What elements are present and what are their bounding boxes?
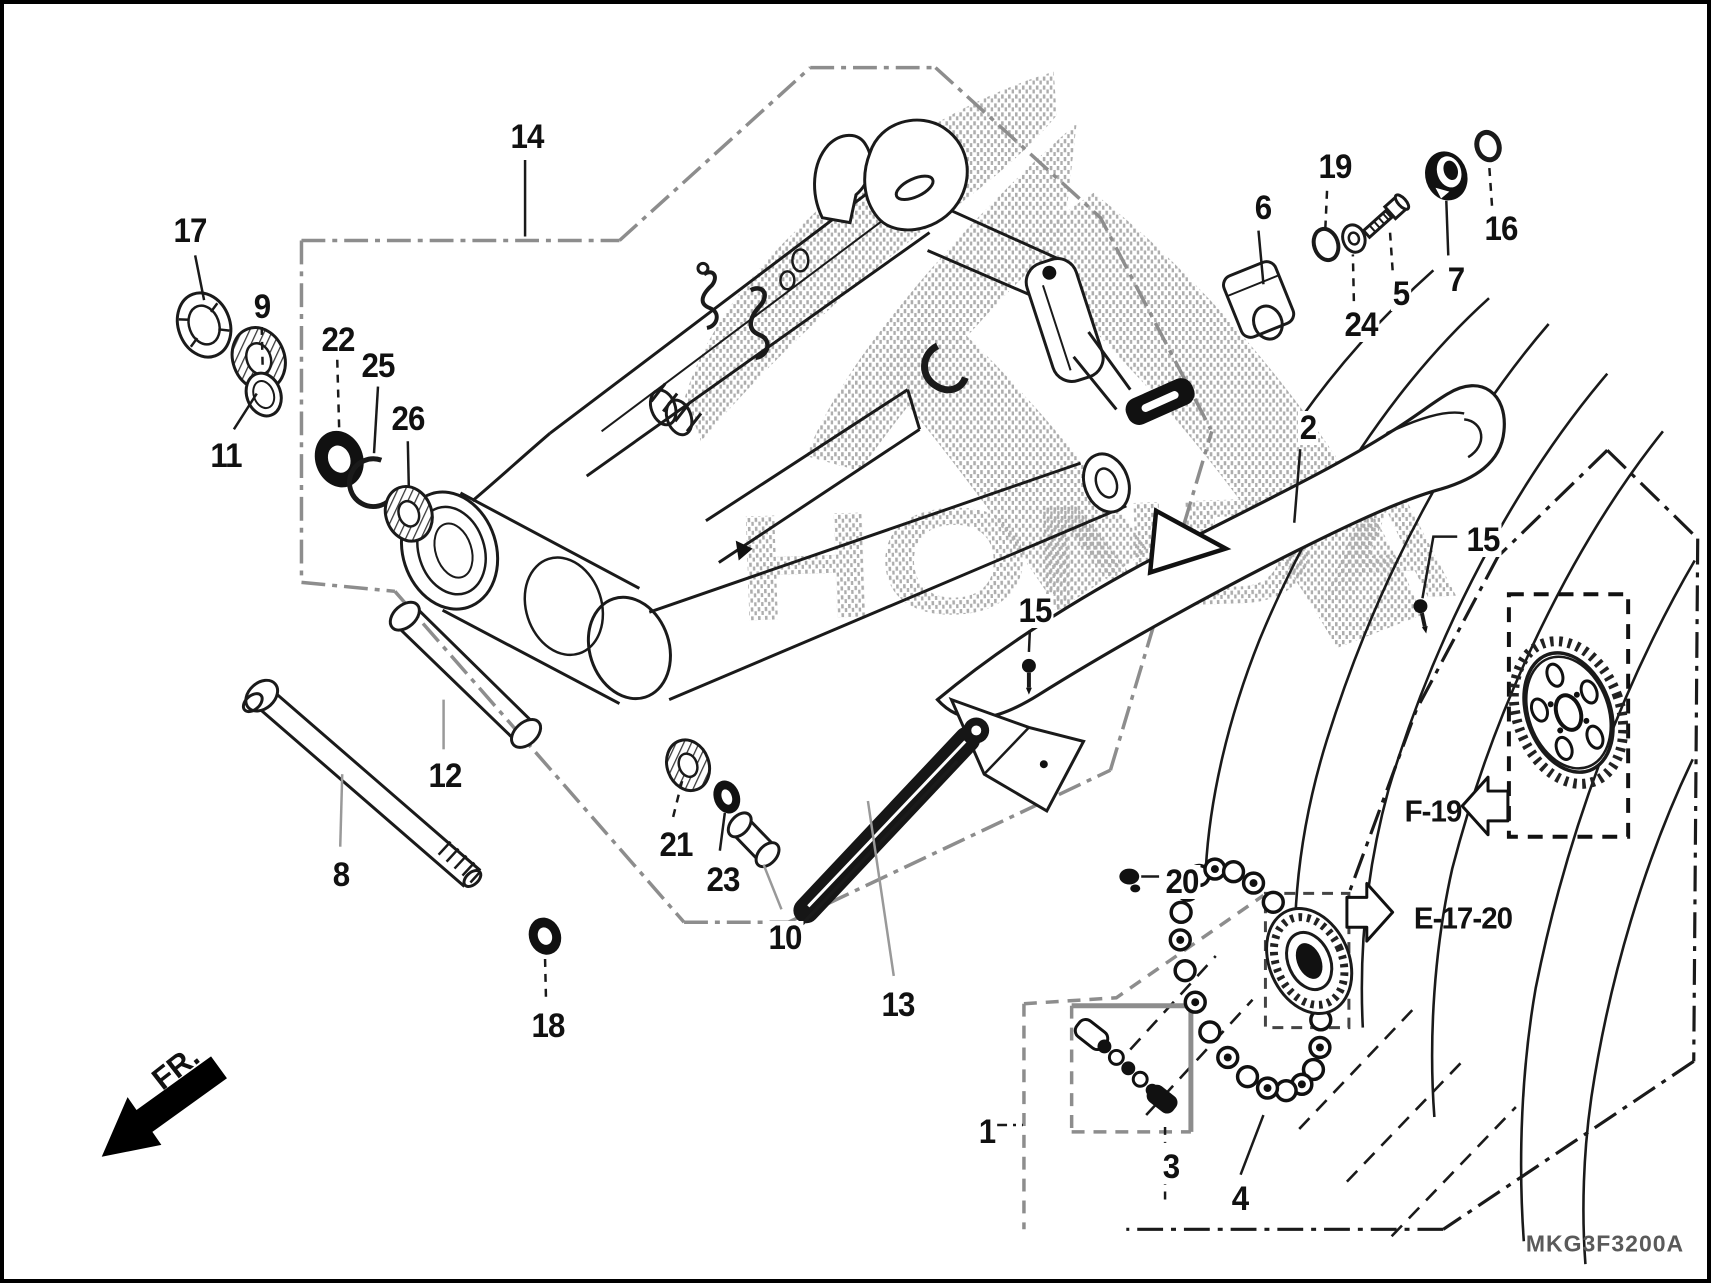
- parts-diagram-canvas: HONDA: [101, 65, 1700, 1265]
- f19-arrow-icon: [1460, 775, 1510, 837]
- part-label-1[interactable]: 1: [976, 1113, 998, 1151]
- part-label-20[interactable]: 20: [1163, 863, 1201, 901]
- part-label-26[interactable]: 26: [389, 400, 427, 438]
- part-label-3[interactable]: 3: [1160, 1148, 1182, 1186]
- guard-screw-right: [1413, 599, 1428, 634]
- ref-arrows: [1345, 775, 1510, 943]
- part-label-6[interactable]: 6: [1252, 189, 1274, 227]
- part-label-9[interactable]: 9: [251, 288, 273, 326]
- part-label-24[interactable]: 24: [1342, 306, 1380, 344]
- part-label-18[interactable]: 18: [529, 1007, 567, 1045]
- part-label-11[interactable]: 11: [208, 437, 244, 475]
- guard-bolt: [1119, 868, 1141, 893]
- master-link-kit: [1073, 1018, 1178, 1114]
- part-label-2[interactable]: 2: [1297, 409, 1319, 447]
- part-label-23[interactable]: 23: [704, 861, 742, 899]
- part-label-8[interactable]: 8: [330, 856, 352, 894]
- part-label-15[interactable]: 15: [1464, 521, 1502, 559]
- part-label-7[interactable]: 7: [1445, 261, 1467, 299]
- part-label-12[interactable]: 12: [426, 757, 464, 795]
- part-label-5[interactable]: 5: [1390, 275, 1412, 313]
- part-label-10[interactable]: 10: [766, 919, 804, 957]
- part-label-22[interactable]: 22: [319, 321, 357, 359]
- guard-screw-center: [1021, 658, 1036, 695]
- leader-lines: [193, 160, 1494, 1205]
- part-label-21[interactable]: 21: [657, 826, 695, 864]
- part-label-25[interactable]: 25: [359, 347, 397, 385]
- part-label-16[interactable]: 16: [1482, 210, 1520, 248]
- kit-boxes: [1022, 893, 1265, 1230]
- axle-parts: [241, 600, 781, 955]
- diagram-code: MKG3F3200A: [1525, 1230, 1685, 1257]
- ref-link-e-17-20[interactable]: E-17-20: [1413, 900, 1513, 936]
- chain-slider: [793, 717, 990, 932]
- part-label-4[interactable]: 4: [1229, 1180, 1251, 1218]
- part-label-15[interactable]: 15: [1016, 592, 1054, 630]
- adjuster-parts: [1021, 129, 1502, 893]
- wheel-boundary: [1126, 449, 1700, 1231]
- part-label-19[interactable]: 19: [1316, 148, 1354, 186]
- pivot-bearing-parts: [175, 291, 434, 543]
- part-label-13[interactable]: 13: [879, 986, 917, 1024]
- rear-sprocket: [1506, 592, 1631, 839]
- front-arrow-icon: [101, 1056, 227, 1157]
- e1720-arrow-icon: [1345, 881, 1395, 943]
- part-label-17[interactable]: 17: [171, 212, 209, 250]
- part-label-14[interactable]: 14: [508, 118, 546, 156]
- ref-link-f-19[interactable]: F-19: [1404, 793, 1463, 829]
